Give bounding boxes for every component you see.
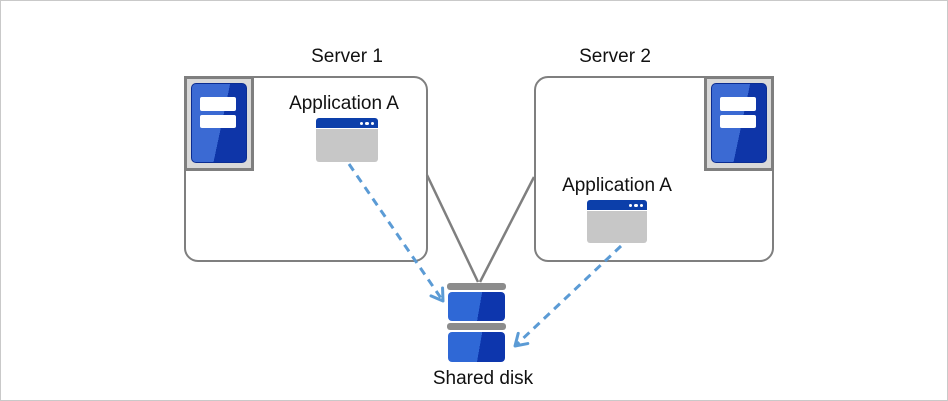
tower-slot	[200, 97, 236, 111]
shared-disk-label: Shared disk	[432, 368, 534, 389]
server-tower-icon	[704, 76, 774, 171]
window-dot-icon	[639, 203, 643, 207]
tower-slot	[720, 115, 756, 128]
app1-label: Application A	[289, 93, 399, 114]
server-tower-body	[711, 83, 767, 163]
window-dot-icon	[370, 121, 374, 125]
shared-disk-icon	[448, 332, 505, 362]
app-window-body	[316, 128, 378, 162]
app-window-titlebar	[587, 200, 647, 210]
app-window-body	[587, 210, 647, 243]
app2-label: Application A	[562, 175, 672, 196]
server-tower-icon	[184, 76, 254, 171]
tower-slot	[200, 115, 236, 128]
shared-disk-icon	[447, 323, 506, 330]
tower-slot	[720, 97, 756, 111]
shared-disk-icon	[448, 292, 505, 321]
app-window-icon	[316, 118, 378, 162]
server1-to-disk-line	[425, 174, 480, 283]
app-window-titlebar	[316, 118, 378, 128]
server2-label: Server 2	[579, 46, 651, 67]
window-dot-icon	[365, 121, 369, 125]
shared-disk-icon	[447, 283, 506, 290]
window-dot-icon	[359, 121, 363, 125]
window-dot-icon	[634, 203, 638, 207]
server1-label: Server 1	[311, 46, 383, 67]
window-dot-icon	[628, 203, 632, 207]
app-window-icon	[587, 200, 647, 243]
server-tower-body	[191, 83, 247, 163]
